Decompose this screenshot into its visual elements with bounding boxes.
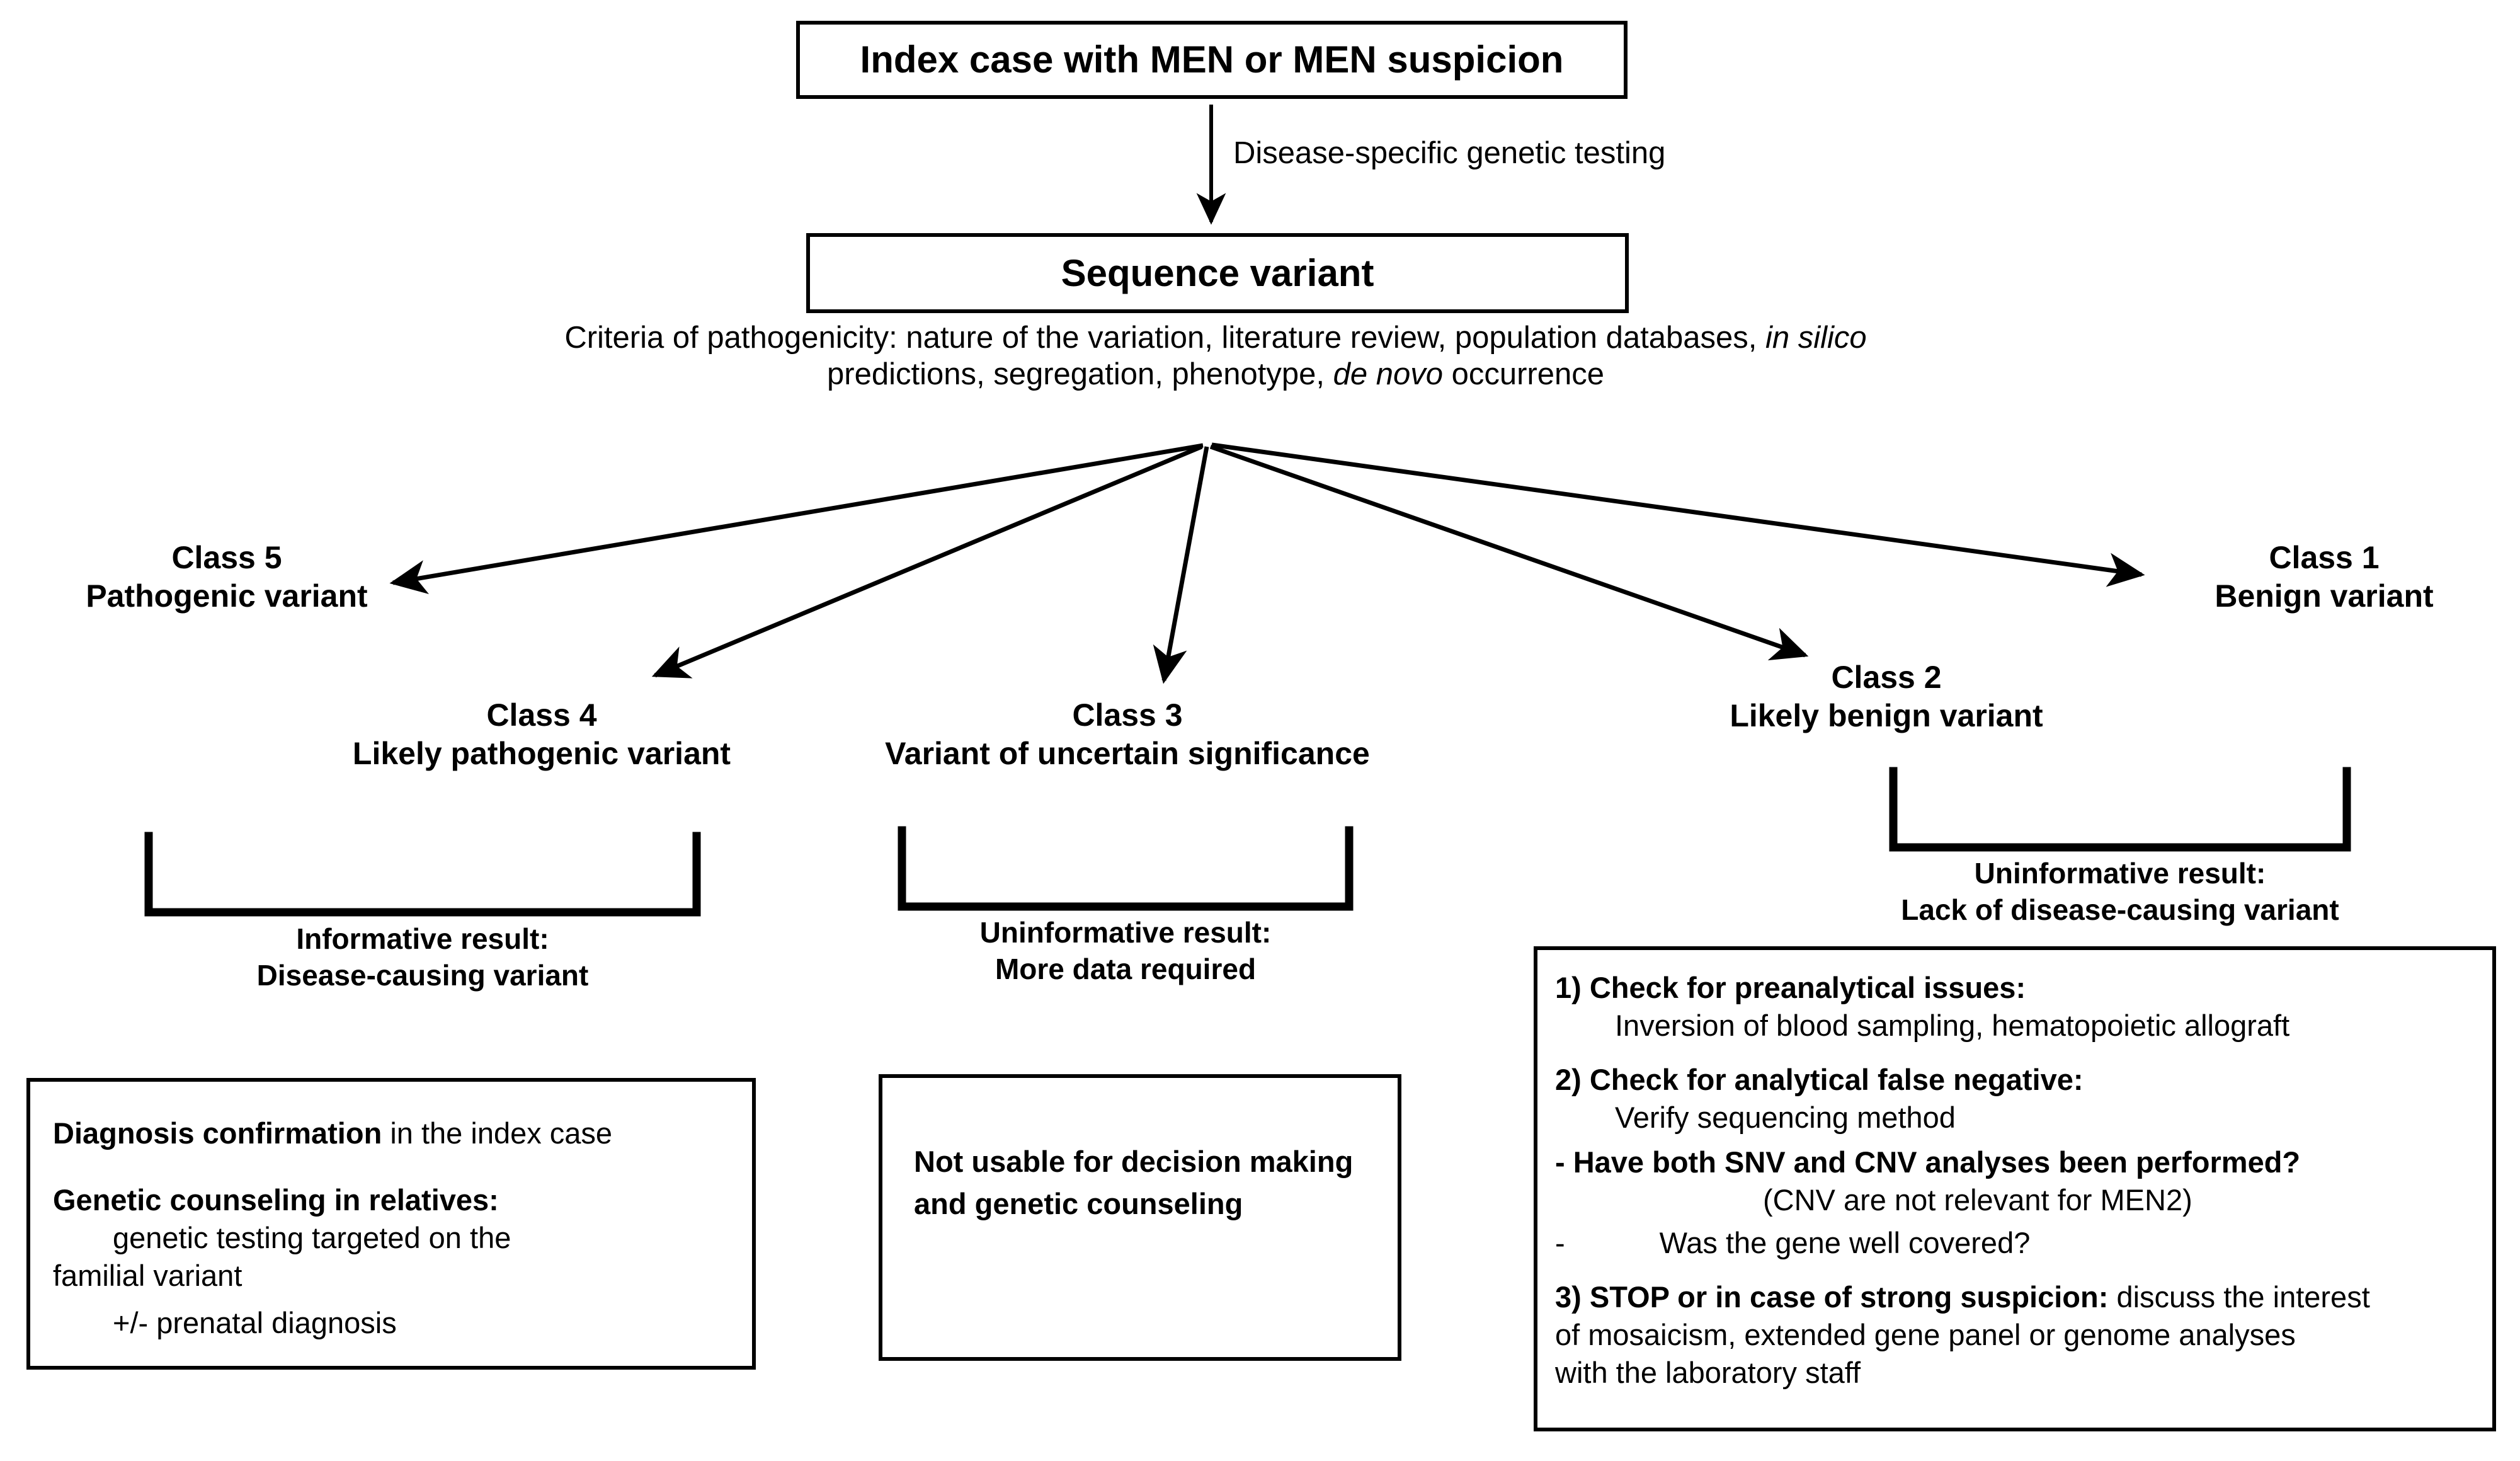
brace-3-line-1: Uninformative result: bbox=[1974, 857, 2266, 890]
index-case-box: Index case with MEN or MEN suspicion bbox=[796, 21, 1628, 99]
bullet-dash-icon: - bbox=[1555, 1225, 1565, 1259]
outcome-box-pathogenic: Diagnosis confirmation in the index case… bbox=[26, 1078, 756, 1370]
familial-variant-line: familial variant bbox=[53, 1259, 242, 1293]
step-2-bullet-snv-cnv: - Have both SNV and CNV analyses been pe… bbox=[1555, 1145, 2301, 1179]
not-usable-text: Not usable for decision making and genet… bbox=[914, 1145, 1354, 1220]
arrow-to-class1 bbox=[1211, 442, 2145, 587]
brace-label-uninformative-vus: Uninformative result: More data required bbox=[902, 915, 1349, 987]
class-5-label: Class 5 Pathogenic variant bbox=[0, 539, 453, 616]
de-novo-italic: de novo bbox=[1333, 357, 1443, 391]
arrow-to-class3 bbox=[1153, 446, 1209, 684]
criteria-line-2: predictions, segregation, phenotype, de … bbox=[827, 357, 1604, 391]
class-3-label: Class 3 Variant of uncertain significanc… bbox=[869, 696, 1386, 773]
arrow-to-class2 bbox=[1209, 444, 1809, 661]
class-1-name: Class 1 bbox=[2269, 540, 2380, 575]
outcome-box-benign: 1) Check for preanalytical issues: Inver… bbox=[1534, 946, 2496, 1431]
targeted-testing-line: genetic testing targeted on the bbox=[113, 1221, 511, 1255]
class-2-desc: Likely benign variant bbox=[1730, 698, 2043, 733]
step-2-detail: Verify sequencing method bbox=[1615, 1101, 1956, 1135]
brace-uninformative-vus bbox=[898, 826, 1354, 911]
diagnosis-confirmation-bold: Diagnosis confirmation bbox=[53, 1116, 382, 1150]
brace-2-line-1: Uninformative result: bbox=[979, 916, 1272, 949]
class-3-desc: Variant of uncertain significance bbox=[885, 736, 1370, 771]
genetic-counseling-heading: Genetic counseling in relatives: bbox=[53, 1183, 499, 1217]
criteria-of-pathogenicity: Criteria of pathogenicity: nature of the… bbox=[391, 320, 2041, 393]
brace-3-line-2: Lack of disease-causing variant bbox=[1901, 893, 2339, 926]
class-3-name: Class 3 bbox=[1072, 697, 1183, 733]
step-3-line-3: with the laboratory staff bbox=[1555, 1356, 1861, 1390]
class-5-desc: Pathogenic variant bbox=[86, 578, 368, 614]
brace-informative bbox=[144, 832, 701, 917]
step-2-bullet-coverage: - Was the gene well covered? bbox=[1555, 1224, 2476, 1262]
class-4-desc: Likely pathogenic variant bbox=[352, 736, 731, 771]
arrow-to-class5 bbox=[389, 443, 1204, 595]
class-2-label: Class 2 Likely benign variant bbox=[1638, 658, 2135, 735]
class-4-name: Class 4 bbox=[486, 697, 597, 733]
index-case-label: Index case with MEN or MEN suspicion bbox=[860, 38, 1564, 81]
in-silico-italic: in silico bbox=[1765, 321, 1867, 355]
class-2-name: Class 2 bbox=[1831, 660, 1942, 695]
step-2-bullet-note: (CNV are not relevant for MEN2) bbox=[1763, 1183, 2192, 1217]
genetic-testing-arrow-label: Disease-specific genetic testing bbox=[1233, 136, 1666, 170]
class-5-name: Class 5 bbox=[171, 540, 282, 575]
step-3-line-2: of mosaicism, extended gene panel or gen… bbox=[1555, 1318, 2296, 1352]
sequence-variant-box: Sequence variant bbox=[806, 233, 1629, 313]
brace-1-line-1: Informative result: bbox=[296, 922, 549, 955]
step-2-heading: 2) Check for analytical false negative: bbox=[1555, 1063, 2084, 1097]
outcome-box-vus: Not usable for decision making and genet… bbox=[879, 1074, 1401, 1361]
class-4-label: Class 4 Likely pathogenic variant bbox=[290, 696, 794, 773]
brace-1-line-2: Disease-causing variant bbox=[256, 958, 589, 992]
step-3-heading: 3) STOP or in case of strong suspicion: bbox=[1555, 1280, 2109, 1314]
step-3-line-1: 3) STOP or in case of strong suspicion: … bbox=[1555, 1280, 2370, 1314]
brace-label-uninformative-benign: Uninformative result: Lack of disease-ca… bbox=[1868, 856, 2372, 928]
class-1-label: Class 1 Benign variant bbox=[2123, 539, 2520, 616]
arrow-to-class4 bbox=[651, 444, 1203, 679]
brace-2-line-2: More data required bbox=[995, 952, 1257, 985]
brace-label-informative: Informative result: Disease-causing vari… bbox=[149, 921, 697, 994]
brace-uninformative-benign bbox=[1889, 767, 2351, 852]
step-2-bullet-coverage-text: Was the gene well covered? bbox=[1659, 1225, 2031, 1259]
step-1-heading: 1) Check for preanalytical issues: bbox=[1555, 971, 2026, 1004]
sequence-variant-label: Sequence variant bbox=[1061, 251, 1374, 294]
diagnosis-confirmation-line: Diagnosis confirmation in the index case bbox=[53, 1116, 613, 1150]
class-1-desc: Benign variant bbox=[2215, 578, 2434, 614]
criteria-line-1: Criteria of pathogenicity: nature of the… bbox=[564, 321, 1867, 355]
prenatal-diagnosis-line: +/- prenatal diagnosis bbox=[113, 1305, 397, 1339]
step-1-detail: Inversion of blood sampling, hematopoiet… bbox=[1615, 1009, 2290, 1043]
